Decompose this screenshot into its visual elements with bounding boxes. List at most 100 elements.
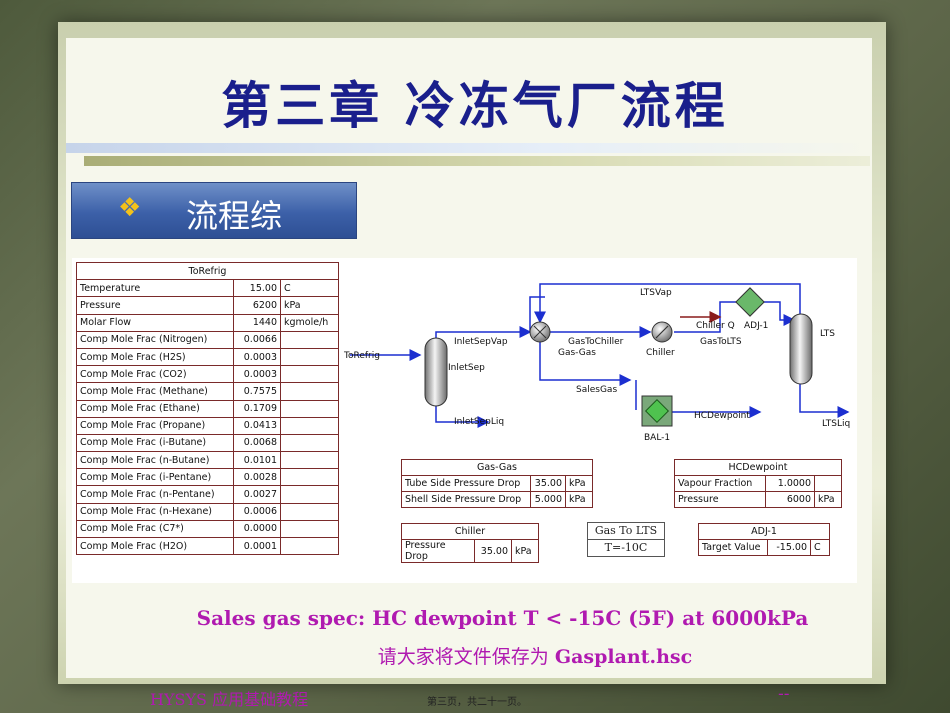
torefrig-cell-unit (280, 451, 339, 470)
table-row: Comp Mole Frac (n-Pentane)0.0027 (76, 485, 339, 504)
torefrig-cell-name: Comp Mole Frac (H2S) (76, 347, 234, 367)
torefrig-cell-name: Comp Mole Frac (n-Hexane) (76, 502, 234, 521)
torefrig-cell-name: Molar Flow (76, 313, 234, 332)
torefrig-cell-unit: C (280, 279, 339, 298)
table-row: Comp Mole Frac (C7*)0.0000 (76, 519, 339, 539)
footer-course: HYSYS 应用基础教程 (150, 690, 309, 709)
table-row: Comp Mole Frac (i-Pentane)0.0028 (76, 468, 339, 487)
gasgas-row-unit: kPa (565, 475, 593, 492)
torefrig-cell-name: Comp Mole Frac (i-Butane) (76, 433, 234, 453)
hcdew-row-unit: kPa (814, 491, 842, 508)
torefrig-cell-unit: kgmole/h (280, 313, 339, 332)
gasgas-header: Gas-Gas (401, 459, 593, 476)
stream-label-salesgas: SalesGas (576, 385, 617, 395)
torefrig-cell-value: 1440 (233, 313, 281, 332)
sales-gas-spec: Sales gas spec: HC dewpoint T < -15C (5F… (196, 606, 809, 630)
chiller-row-value: 35.00 (474, 539, 512, 563)
table-row: Comp Mole Frac (H2S)0.0003 (76, 347, 339, 367)
torefrig-cell-unit (280, 433, 339, 453)
stream-label-gasgas: Gas-Gas (558, 348, 596, 358)
stream-label-hcdewpoint: HCDewpoint (694, 411, 750, 421)
stream-label-chillerq: Chiller Q (696, 321, 735, 331)
hcdew-row-value: 6000 (765, 491, 815, 508)
inlet-separator (424, 337, 448, 407)
table-row: Comp Mole Frac (Propane)0.0413 (76, 416, 339, 435)
torefrig-cell-unit (280, 382, 339, 401)
torefrig-cell-value: 15.00 (233, 279, 281, 298)
hcdew-row-unit (814, 475, 842, 492)
table-row: Comp Mole Frac (n-Hexane)0.0006 (76, 502, 339, 521)
hcdew-row-name: Pressure (674, 491, 766, 508)
torefrig-cell-name: Pressure (76, 296, 234, 315)
torefrig-cell-unit (280, 347, 339, 367)
chiller-header: Chiller (401, 523, 539, 540)
torefrig-cell-value: 0.0028 (233, 468, 281, 487)
gasgas-row-value: 35.00 (530, 475, 566, 492)
torefrig-cell-value: 0.0001 (233, 536, 281, 556)
torefrig-cell-name: Comp Mole Frac (Ethane) (76, 399, 234, 418)
adj-row-value: -15.00 (767, 539, 811, 556)
hcdew-row-value: 1.0000 (765, 475, 815, 492)
torefrig-cell-name: Comp Mole Frac (n-Pentane) (76, 485, 234, 504)
table-row: Comp Mole Frac (Methane)0.7575 (76, 382, 339, 401)
stream-label-ltsliq: LTSLiq (822, 419, 850, 429)
table-row: Comp Mole Frac (i-Butane)0.0068 (76, 433, 339, 453)
adj-1-block (735, 287, 765, 317)
torefrig-cell-value: 0.1709 (233, 399, 281, 418)
stream-label-chiller: Chiller (646, 348, 675, 358)
footer-dashes: -- (778, 684, 790, 703)
adj-row-unit: C (810, 539, 830, 556)
table-row: Comp Mole Frac (n-Butane)0.0101 (76, 451, 339, 470)
gasgas-row-value: 5.000 (530, 491, 566, 508)
torefrig-cell-name: Comp Mole Frac (n-Butane) (76, 451, 234, 470)
torefrig-cell-value: 0.0003 (233, 347, 281, 367)
adj-header: ADJ-1 (698, 523, 830, 540)
torefrig-cell-unit (280, 365, 339, 384)
torefrig-cell-unit (280, 330, 339, 349)
save-filename: Gasplant.hsc (554, 646, 693, 668)
torefrig-cell-name: Comp Mole Frac (Nitrogen) (76, 330, 234, 349)
torefrig-cell-value: 0.0413 (233, 416, 281, 435)
diamond-bullet-icon: ❖ (118, 193, 142, 223)
note-line-2: T=-10C (604, 541, 648, 554)
gas-to-lts-note: Gas To LTS T=-10C (587, 522, 665, 557)
torefrig-cell-value: 6200 (233, 296, 281, 315)
torefrig-cell-name: Comp Mole Frac (CO2) (76, 365, 234, 384)
stream-label-gastolts: GasToLTS (700, 337, 742, 347)
section-label: 流程综 (186, 197, 283, 235)
stream-label-bal1: BAL-1 (644, 433, 670, 443)
title-underline-blue (66, 143, 870, 153)
table-row: Comp Mole Frac (Ethane)0.1709 (76, 399, 339, 418)
save-prefix: 请大家将文件保存为 (377, 646, 555, 668)
torefrig-cell-unit (280, 502, 339, 521)
section-heading: ❖ 流程综 (71, 182, 357, 239)
save-instruction: 请大家将文件保存为 Gasplant.hsc (0, 642, 950, 669)
torefrig-cell-unit: kPa (280, 296, 339, 315)
torefrig-cell-name: Comp Mole Frac (H2O) (76, 536, 234, 556)
hcdew-row-name: Vapour Fraction (674, 475, 766, 492)
adj-row-name: Target Value (698, 539, 768, 556)
footer-page: 第三页，共二十一页。 (427, 697, 527, 708)
torefrig-cell-value: 0.0006 (233, 502, 281, 521)
torefrig-cell-name: Comp Mole Frac (C7*) (76, 519, 234, 539)
torefrig-cell-name: Comp Mole Frac (Propane) (76, 416, 234, 435)
torefrig-cell-value: 0.0027 (233, 485, 281, 504)
stream-label-ltsvap: LTSVap (640, 288, 672, 298)
torefrig-cell-unit (280, 519, 339, 539)
torefrig-cell-value: 0.0101 (233, 451, 281, 470)
table-row: Comp Mole Frac (H2O)0.0001 (76, 536, 339, 556)
table-row: Comp Mole Frac (CO2)0.0003 (76, 365, 339, 384)
torefrig-cell-unit (280, 485, 339, 504)
torefrig-cell-value: 0.0068 (233, 433, 281, 453)
gasgas-row-unit: kPa (565, 491, 593, 508)
lts-vessel (789, 313, 813, 385)
torefrig-cell-unit (280, 399, 339, 418)
slide-title: 第三章 冷冻气厂流程 (221, 76, 729, 135)
chiller-row-unit: kPa (511, 539, 539, 563)
